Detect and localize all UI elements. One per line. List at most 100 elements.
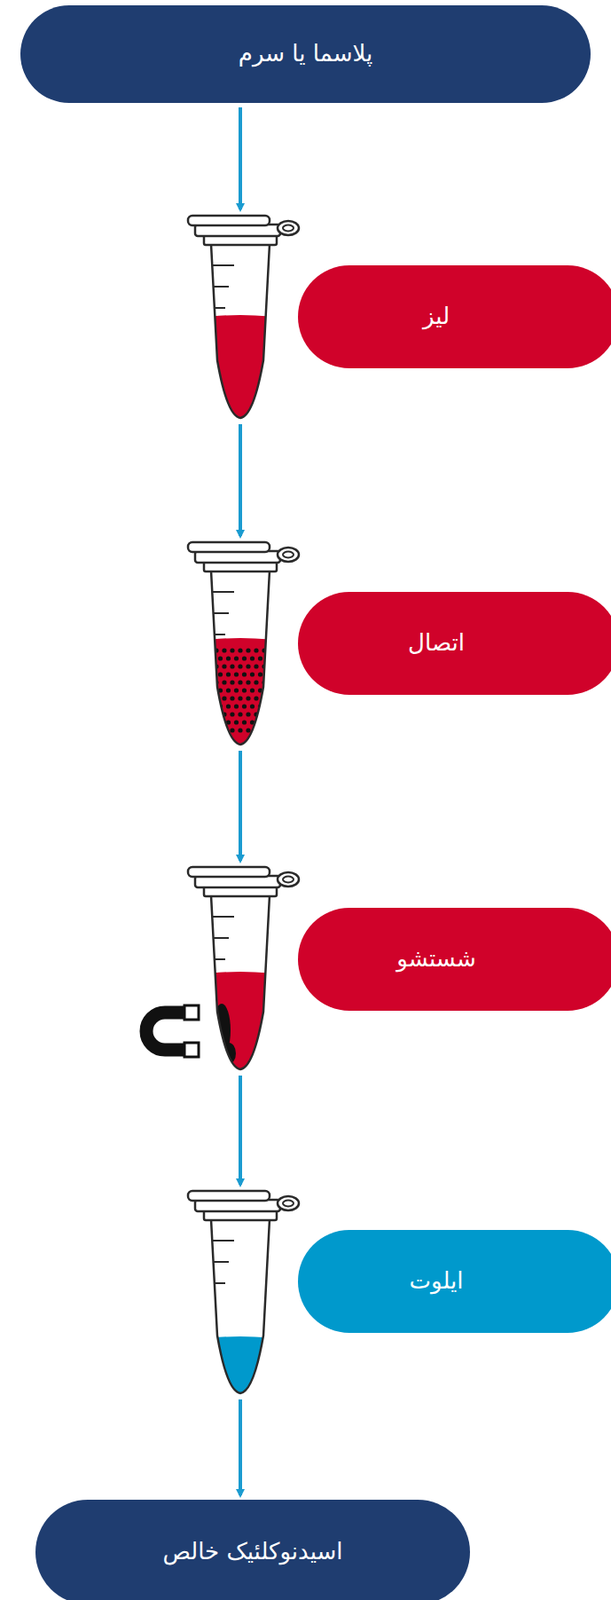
flow-arrow xyxy=(238,750,243,861)
bead xyxy=(258,671,263,676)
graduation xyxy=(213,285,229,288)
bead xyxy=(218,671,223,676)
bead xyxy=(253,663,259,668)
bead xyxy=(234,655,239,660)
step-pill: لیز xyxy=(297,265,611,369)
bead xyxy=(237,663,243,668)
bead xyxy=(266,703,271,708)
bead xyxy=(242,687,247,692)
flow-arrow xyxy=(238,107,243,210)
bead xyxy=(250,671,255,676)
graduation xyxy=(213,1260,229,1262)
tube-lid xyxy=(188,866,270,877)
step-pill: شستشو xyxy=(297,907,611,1011)
bead xyxy=(226,671,231,676)
graduation xyxy=(212,264,235,267)
bead xyxy=(234,719,239,724)
bead xyxy=(242,655,247,660)
bead xyxy=(213,727,219,732)
bead xyxy=(266,719,271,724)
bead xyxy=(226,655,231,660)
tube-illustration xyxy=(182,213,298,420)
bead xyxy=(250,703,255,708)
tube-hinge xyxy=(282,1199,294,1207)
bead xyxy=(237,695,243,700)
bead xyxy=(226,687,231,692)
bead xyxy=(245,679,251,684)
bead xyxy=(234,687,239,692)
bead xyxy=(234,671,239,676)
graduation xyxy=(214,957,226,960)
bead xyxy=(261,727,267,732)
bead xyxy=(242,671,247,676)
tube-liquid xyxy=(182,971,298,1078)
graduation xyxy=(213,611,229,614)
graduation xyxy=(212,590,235,593)
tube-outline xyxy=(211,570,270,745)
bead xyxy=(266,655,271,660)
graduation xyxy=(214,633,226,635)
magnet-pole xyxy=(184,1004,199,1019)
tube-outline xyxy=(211,243,270,418)
node-label: شستشو xyxy=(396,944,476,972)
bead-pellet xyxy=(221,1041,236,1064)
node-label: پلاسما یا سرم xyxy=(238,39,373,68)
bead xyxy=(245,695,251,700)
bead xyxy=(229,647,235,652)
node-label: لیز xyxy=(423,302,450,330)
bead xyxy=(213,711,219,716)
bead xyxy=(245,647,251,652)
magnet-body xyxy=(146,1011,190,1050)
bead xyxy=(258,655,263,660)
bead xyxy=(218,719,223,724)
graduation xyxy=(213,936,229,939)
bead xyxy=(234,703,239,708)
tube-illustration xyxy=(182,1188,298,1395)
tube-liquid xyxy=(182,314,298,427)
step-pill: اتصال xyxy=(297,591,611,695)
bead xyxy=(221,663,227,668)
bead xyxy=(253,647,259,652)
bead xyxy=(261,711,267,716)
bead xyxy=(253,679,259,684)
bead xyxy=(237,647,243,652)
terminal-pill: پلاسما یا سرم xyxy=(20,5,591,103)
tube-hinge xyxy=(277,220,299,235)
step-pill: ایلوت xyxy=(297,1229,611,1332)
tube-outline xyxy=(211,894,270,1069)
bead xyxy=(266,671,271,676)
tube-hinge xyxy=(277,871,299,886)
bead xyxy=(229,663,235,668)
node-label: اسیدنوکلئیک خالص xyxy=(162,1536,343,1565)
process-step: لیز xyxy=(182,213,611,420)
process-step: اتصال xyxy=(182,540,611,746)
node-label: اتصال xyxy=(407,628,465,657)
graduation xyxy=(212,915,235,917)
terminal-pill: اسیدنوکلئیک خالص xyxy=(35,1498,470,1599)
bead xyxy=(258,719,263,724)
tube-illustration xyxy=(182,540,298,746)
bead xyxy=(221,727,227,732)
flow-arrow xyxy=(238,423,243,536)
graduation xyxy=(214,1281,226,1284)
bead xyxy=(221,679,227,684)
bead xyxy=(229,695,235,700)
liquid xyxy=(182,971,298,1078)
bead xyxy=(242,703,247,708)
bead xyxy=(245,727,251,732)
bead xyxy=(253,727,259,732)
liquid xyxy=(182,637,298,753)
tube-lid xyxy=(188,541,270,552)
bead xyxy=(253,695,259,700)
bead xyxy=(229,679,235,684)
bead xyxy=(250,655,255,660)
flow-arrow xyxy=(238,1398,243,1495)
bead xyxy=(237,727,243,732)
bead xyxy=(242,719,247,724)
bead xyxy=(229,711,235,716)
process-step: شستشو xyxy=(182,864,611,1071)
tube-lid xyxy=(188,1190,270,1200)
bead xyxy=(221,695,227,700)
node-label: ایلوت xyxy=(409,1266,464,1294)
